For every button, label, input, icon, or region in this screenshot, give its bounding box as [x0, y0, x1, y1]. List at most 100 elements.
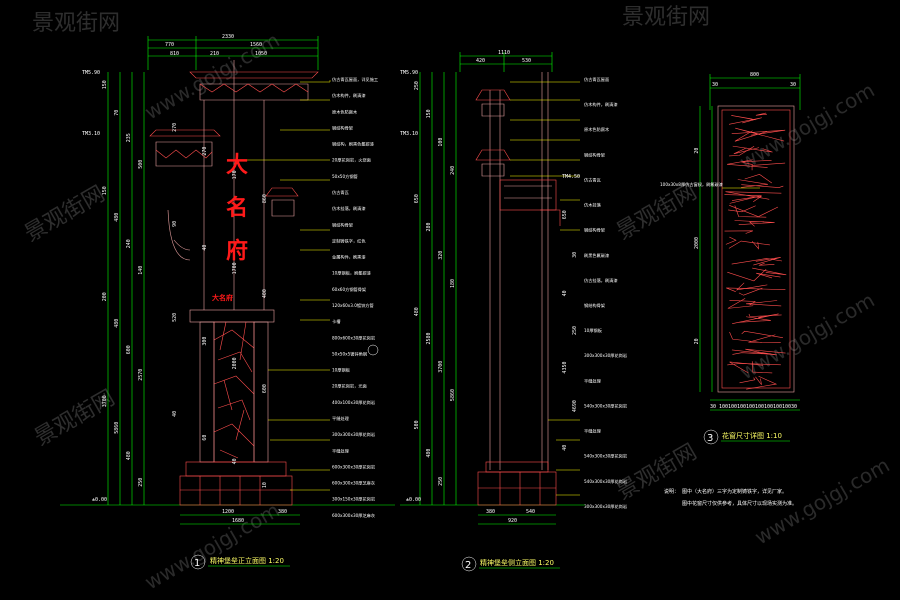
lattice-bar: [732, 352, 775, 355]
lattice-bar: [732, 145, 773, 153]
material-note: 300x150x30厚花岗岩: [332, 496, 375, 503]
dimension-label: 1200: [222, 509, 234, 515]
material-note: 仿古挂落，刷清漆: [584, 277, 618, 284]
dimension-label: 270: [172, 123, 178, 132]
left-dimension-chain: 2501501002406502803201804802580370058605…: [414, 81, 456, 486]
dimension-label: 480: [426, 449, 432, 458]
material-note: 20厚花岗岩，火烧面: [332, 157, 371, 164]
material-notes: 仿古青瓦屋面，详见施工仿木构件，刷清漆原木色防腐木钢结构骨架钢结构，刷黑色氟碳漆…: [332, 76, 378, 519]
dimension-label: 2580: [426, 332, 432, 344]
dimension-label: 500: [138, 160, 144, 169]
material-note: 平缝处理: [584, 428, 602, 435]
dimension-label: 5860: [114, 422, 120, 434]
material-note: 仿古青瓦: [332, 189, 349, 196]
material-note: 仿木构件，刷清漆: [332, 92, 366, 99]
dimension-label: 100: [737, 404, 746, 410]
material-note: 仿古青瓦屋面: [584, 76, 609, 83]
dimension-label: 100: [782, 404, 791, 410]
dimension-label: 270: [202, 147, 208, 156]
dimension-label: 4350: [562, 362, 568, 374]
dimension-label: 100: [719, 404, 728, 410]
lattice-bar: [726, 287, 786, 292]
lattice-bar: [755, 112, 768, 116]
dimension-label: 400: [262, 289, 268, 298]
lattice-bar: [751, 162, 786, 171]
dimension-label: 100: [728, 404, 737, 410]
lattice-bar: [724, 194, 762, 204]
material-note: 300x300x30厚花岗岩: [584, 503, 627, 510]
lattice-bar: [746, 375, 778, 390]
material-note: 平缝处理: [332, 447, 350, 454]
drawing-number: 1: [194, 558, 200, 569]
dimension-label: 90: [172, 221, 178, 227]
dimension-label: 2330: [222, 34, 234, 40]
dimension-label: 30: [712, 82, 718, 88]
dimension-label: 500: [414, 420, 420, 429]
dimension-label: 235: [126, 133, 132, 142]
dimension-label: 320: [438, 251, 444, 260]
dimension-label: 10: [262, 482, 268, 488]
dimension-label: 530: [522, 58, 531, 64]
material-note: 60x60方钢管骨架: [332, 286, 366, 293]
dimension-label: 480: [114, 213, 120, 222]
watermark-url: www.gojgj.com: [736, 78, 879, 174]
dimension-label: 40: [172, 411, 178, 417]
drawing-title: 精神堡垒侧立面图 1:20: [480, 558, 554, 567]
dimension-label: 40: [562, 290, 568, 296]
general-notes: 说明： 图中（大名府）三字为定制铸铁字，详见厂家。 图中花窗尺寸仅供参考，具体尺…: [664, 488, 797, 507]
dimension-label: 200: [102, 292, 108, 301]
drawing-title: 精神堡垒正立面图 1:20: [210, 556, 284, 565]
dimension-label: 380: [486, 509, 495, 515]
lattice-bar: [734, 130, 768, 142]
dimension-label: 3700: [438, 361, 444, 373]
watermark-text: 景观街网: [21, 182, 110, 248]
material-note: 卡槽: [332, 318, 341, 325]
lattice-bar: [725, 236, 737, 245]
material-note: 仿木构件，刷清漆: [584, 101, 618, 108]
dimension-label: 100: [438, 138, 444, 147]
dimension-label: 1700: [232, 262, 238, 274]
lattice-bar: [731, 258, 783, 265]
dimension-label: 240: [126, 239, 132, 248]
material-note: 钢结构骨架: [584, 227, 605, 234]
detail-note: 100x30x8厚仿古窗棂，刷氟碳漆: [660, 181, 723, 188]
dimension-label: 40: [202, 245, 208, 251]
side-elevation: TM5.90 TM3.10 TM4.50 ±0.00 1110 420 530 …: [400, 50, 627, 572]
material-note: 20厚花岗岩，光面: [332, 383, 367, 390]
note-line: 图中（大名府）三字为定制铸铁字，详见厂家。: [682, 488, 787, 495]
dimension-label: 210: [210, 51, 219, 57]
lattice-bar: [729, 361, 764, 374]
dimension-label: 30: [790, 82, 796, 88]
level-mark: TM4.50: [562, 174, 580, 180]
material-note: 刷黑色氟碳漆: [584, 252, 609, 259]
dimension-label: 2000: [232, 357, 238, 369]
level-mark: ±0.00: [92, 497, 107, 503]
dimension-label: 100: [755, 404, 764, 410]
lattice-bar: [731, 195, 762, 202]
dimension-label: 800: [750, 72, 759, 78]
lattice-bar: [734, 220, 775, 225]
dimension-label: 30: [710, 404, 716, 410]
material-note: 50x50方钢管: [332, 173, 358, 180]
material-note: 平缝处理: [584, 377, 602, 384]
dimension-label: 30: [572, 252, 578, 258]
dimension-label: 140: [138, 266, 144, 275]
lattice-bar: [744, 174, 773, 184]
dimension-label: 4690: [572, 400, 578, 412]
dimension-label: 1110: [498, 50, 510, 56]
dimension-label: 250: [414, 81, 420, 90]
watermark-text: 景观街网: [32, 11, 120, 36]
dimension-label: 150: [102, 186, 108, 195]
lattice-bar: [732, 313, 779, 324]
material-note: 钢结构骨架: [584, 302, 605, 309]
dimension-label: 600: [262, 384, 268, 393]
material-note: 定制铸铁字，红色: [332, 237, 366, 244]
dimension-label: 240: [450, 166, 456, 175]
material-note: 钢结构，刷黑色氟碳漆: [332, 141, 374, 148]
lattice-bar: [745, 348, 786, 354]
lattice-bar: [758, 262, 775, 266]
